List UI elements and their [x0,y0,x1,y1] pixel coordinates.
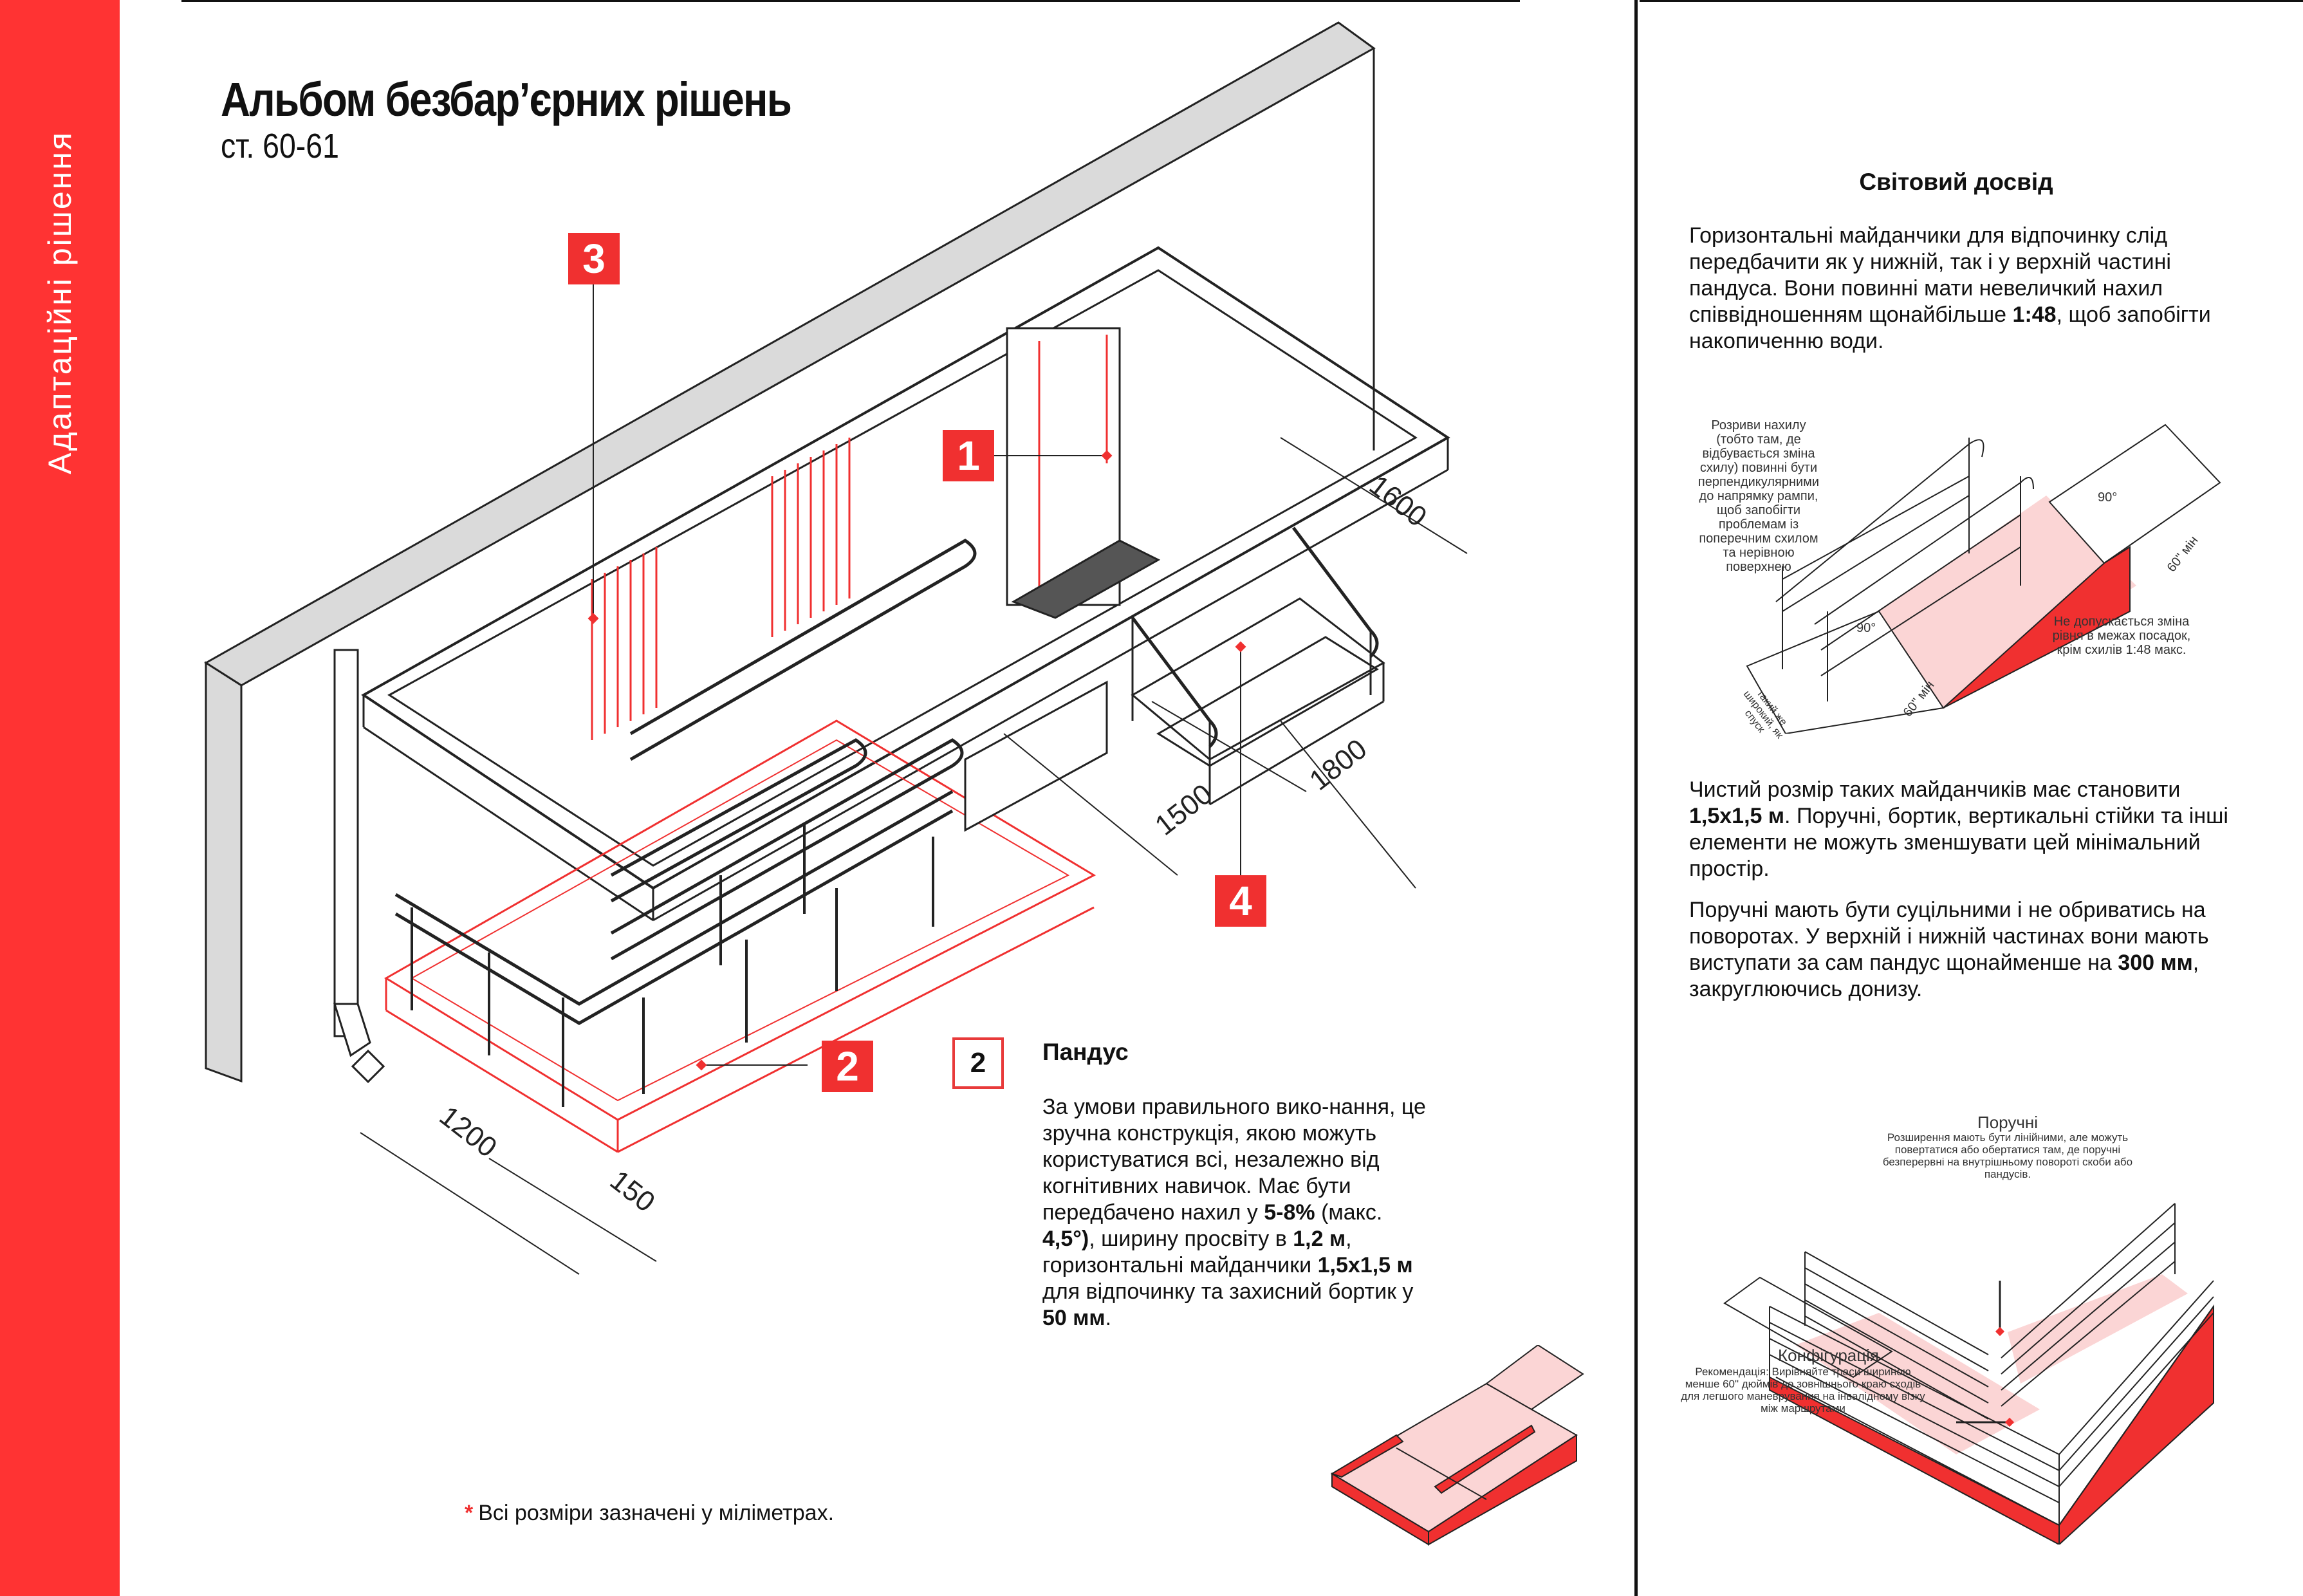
section-number-badge: 2 [952,1037,1004,1089]
figure-note: Розриви нахилу (тобто там, де відбуваєть… [1697,418,1820,574]
world-experience-heading: Світовий досвід [1859,169,2053,195]
page-title: Альбом безбар’єрних рішень [221,73,792,126]
emphasis: 300 мм [2118,951,2193,975]
emphasis: 50 мм [1042,1306,1105,1330]
ramp-landing-figure [1746,423,2221,734]
handrail-figure-title: Поручні [1977,1113,2038,1132]
drainpipe [333,649,359,1037]
configuration-figure-title: Конфігурація [1778,1346,1879,1365]
section-title: Пандус [1042,1039,1129,1065]
dimension-label: 150 [604,1164,661,1218]
emphasis: 1,5x1,5 м [1689,804,1785,828]
emphasis: 1,2 м [1293,1227,1346,1251]
door-mat [1011,539,1161,619]
callout-4: 4 [1215,875,1266,927]
ramp-handrail [394,790,954,1006]
l-ramp-figure [1723,1203,2214,1545]
callout-3: 3 [568,233,620,284]
footnote: *Всі розміри зазначені у міліметрах. [465,1501,834,1526]
configuration-figure-note: Рекомендація: Вирівняйте траси шириною м… [1681,1366,1925,1415]
callout-1: 1 [943,430,994,481]
ramp-isometric-drawing: 1600 1800 1500 1200 150 [204,21,1468,1275]
section-body: За умови правильного вико-нання, це зруч… [1042,1095,1426,1330]
figure-note: Не допускається зміна рівня в межах поса… [2052,615,2191,657]
handrail-figure-note: Розширення мають бути лінійними, але мож… [1882,1131,2133,1180]
world-experience-paragraph-2: Чистий розмір таких майданчиків має стан… [1689,777,2228,881]
wall-side [205,661,243,1083]
angle-label: 90° [1856,621,1876,635]
world-experience-paragraph-1: Горизонтальні майданчики для відпочинку … [1689,223,2211,353]
footnote-asterisk: * [465,1501,474,1525]
angle-label: 90° [2098,490,2118,505]
emphasis: 5-8% [1264,1200,1315,1225]
emphasis: 1,5x1,5 м [1317,1253,1413,1277]
dimension-label: 1200 [434,1100,503,1164]
top-rule [181,0,1520,2]
emphasis: 4,5°) [1042,1227,1089,1251]
world-experience-paragraph-3: Поручні мають бути суцільними і не обрив… [1689,898,2209,1001]
ramp-landing [384,719,1096,1121]
page-divider [1634,0,1638,1596]
page-range: ст. 60-61 [221,127,339,165]
stairs [1131,597,1385,761]
callout-2: 2 [822,1041,873,1092]
top-rule-right [1640,0,2303,2]
sidebar: Адаптаційні рішення [0,0,120,1596]
emphasis: 1:48 [2012,302,2057,327]
footnote-text: Всі розміри зазначені у міліметрах. [478,1501,835,1525]
dimension-label: 1500 [1149,778,1218,842]
ramp-illustration [1330,1345,1584,1546]
